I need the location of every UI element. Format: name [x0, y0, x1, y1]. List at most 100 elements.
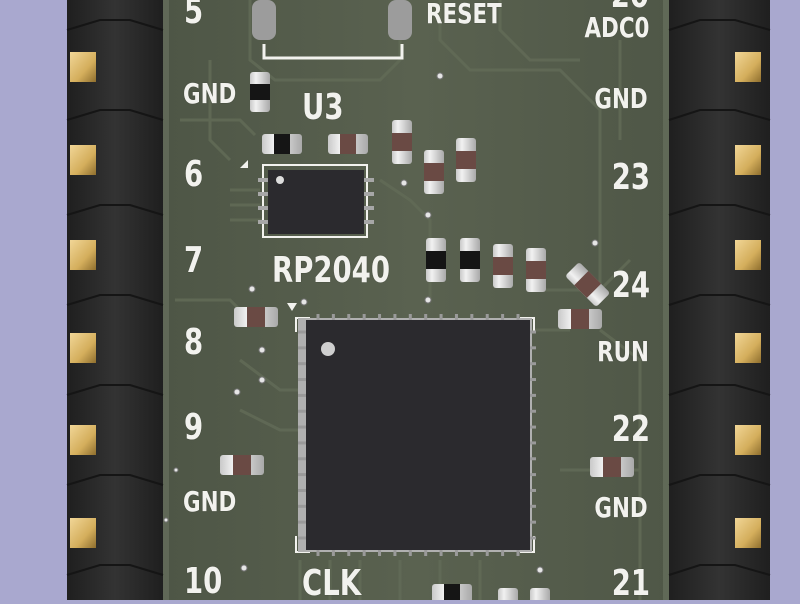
left-gold-pins: [70, 52, 96, 548]
gold-pin: [735, 425, 761, 455]
mcu-pin-pad: [298, 441, 306, 445]
mcu-pin-pad: [530, 473, 536, 477]
mcu-pin-pad: [362, 314, 366, 320]
mcu-pin-pad: [298, 504, 306, 508]
smd-resistor: [493, 244, 513, 288]
smd-resistor: [526, 248, 546, 292]
smd-capacitor: [432, 584, 472, 600]
vias: [163, 72, 599, 574]
smd-resistor: [234, 307, 278, 327]
gold-pin: [735, 240, 761, 270]
smd-resistor: [424, 150, 444, 194]
left-pin-label: 8: [184, 322, 204, 363]
left-pin-label: 7: [184, 240, 204, 281]
mcu-pin-pad: [501, 314, 505, 320]
smd-resistor: [328, 134, 368, 154]
mcu-pin-pad: [530, 425, 536, 429]
mcu-pin-pad: [298, 457, 306, 461]
reset-button-pads: [252, 0, 412, 60]
mcu-pin-pad: [393, 550, 397, 556]
mcu-pin-pad: [408, 314, 412, 320]
mcu-pin-pad: [298, 346, 306, 350]
mcu-pin-pad: [316, 314, 320, 320]
right-gold-pins: [735, 52, 761, 548]
mcu-pin-pad: [362, 550, 366, 556]
mcu-pin-pad: [501, 550, 505, 556]
mcu-pin-pad: [316, 550, 320, 556]
mcu-pin-pad: [530, 346, 536, 350]
gold-pin: [735, 333, 761, 363]
mcu-pin-pad: [516, 314, 520, 320]
mcu-pin-pad: [347, 314, 351, 320]
left-pin-label: GND: [183, 77, 237, 110]
gold-pin: [70, 52, 96, 82]
gold-pin: [70, 145, 96, 175]
right-header-segments: [668, 19, 771, 576]
mcu-pin-pad: [530, 457, 536, 461]
mcu-pin-pad: [298, 425, 306, 429]
mcu-chip-rp2040: [287, 303, 536, 556]
mcu-pin-pad: [347, 550, 351, 556]
mcu-pin-pad: [530, 536, 536, 540]
copper-traces: [175, 0, 642, 600]
left-pin-label: 9: [184, 407, 204, 448]
mcu-label: RP2040: [272, 250, 391, 291]
mcu-pin-pad: [298, 330, 306, 334]
mcu-pin-pad: [485, 314, 489, 320]
mcu-pin-pad: [454, 314, 458, 320]
mcu-pin-pad: [298, 393, 306, 397]
clk-label: CLK: [302, 563, 362, 604]
mcu-pin-pad: [439, 550, 443, 556]
mcu-pin-pad: [298, 536, 306, 540]
mcu-pin-pad: [298, 520, 306, 524]
smd-resistor: [590, 457, 634, 477]
smd-resistor: [220, 455, 264, 475]
right-pin-label: 23: [611, 157, 650, 198]
right-pin-label: ADC0: [584, 11, 649, 44]
mcu-pin-pad: [393, 314, 397, 320]
gold-pin: [70, 240, 96, 270]
gold-pin: [735, 518, 761, 548]
gold-pin: [70, 518, 96, 548]
left-pin-label: 5: [184, 0, 204, 32]
mcu-pin-pad: [331, 314, 335, 320]
mcu-pin-pad: [424, 550, 428, 556]
mcu-pin-pad: [331, 550, 335, 556]
gold-pin: [70, 425, 96, 455]
smd-resistor: [392, 120, 412, 164]
mcu-pin-pad: [530, 393, 536, 397]
mcu-pin-pad: [454, 550, 458, 556]
right-pin-label: GND: [594, 82, 648, 115]
mcu-pin-pad: [378, 314, 382, 320]
mcu-pin-pad: [378, 550, 382, 556]
gold-pin: [735, 52, 761, 82]
gold-pin: [735, 145, 761, 175]
right-pin-label: GND: [594, 491, 648, 524]
mcu-pin-pad: [530, 409, 536, 413]
left-pin-label: 6: [184, 154, 204, 195]
smd-resistor: [456, 138, 476, 182]
smd-components: [220, 72, 634, 600]
flash-chip-label: U3: [302, 87, 344, 128]
smd-resistor: [566, 263, 610, 306]
smd-capacitor: [262, 134, 302, 154]
left-pin-label: GND: [183, 485, 237, 518]
mcu-pin-pad: [516, 550, 520, 556]
mcu-pin-pad: [298, 409, 306, 413]
flash-chip-u3: [240, 160, 374, 238]
right-pin-label: 21: [611, 563, 650, 604]
mcu-pin-pad: [530, 441, 536, 445]
reset-label: RESET: [426, 0, 502, 30]
mcu-pin-pad: [298, 362, 306, 366]
mcu-pin-pad: [408, 550, 412, 556]
mcu-pin-pad: [530, 488, 536, 492]
smd-resistor: [558, 309, 602, 329]
mcu-pin-pad: [470, 314, 474, 320]
right-pin-label: 22: [611, 409, 650, 450]
mcu-pin-pad: [530, 330, 536, 334]
mcu-pin-pad: [530, 504, 536, 508]
right-pin-label: RUN: [597, 335, 649, 368]
mcu-pin-pad: [439, 314, 443, 320]
mcu-pin-pad: [485, 550, 489, 556]
